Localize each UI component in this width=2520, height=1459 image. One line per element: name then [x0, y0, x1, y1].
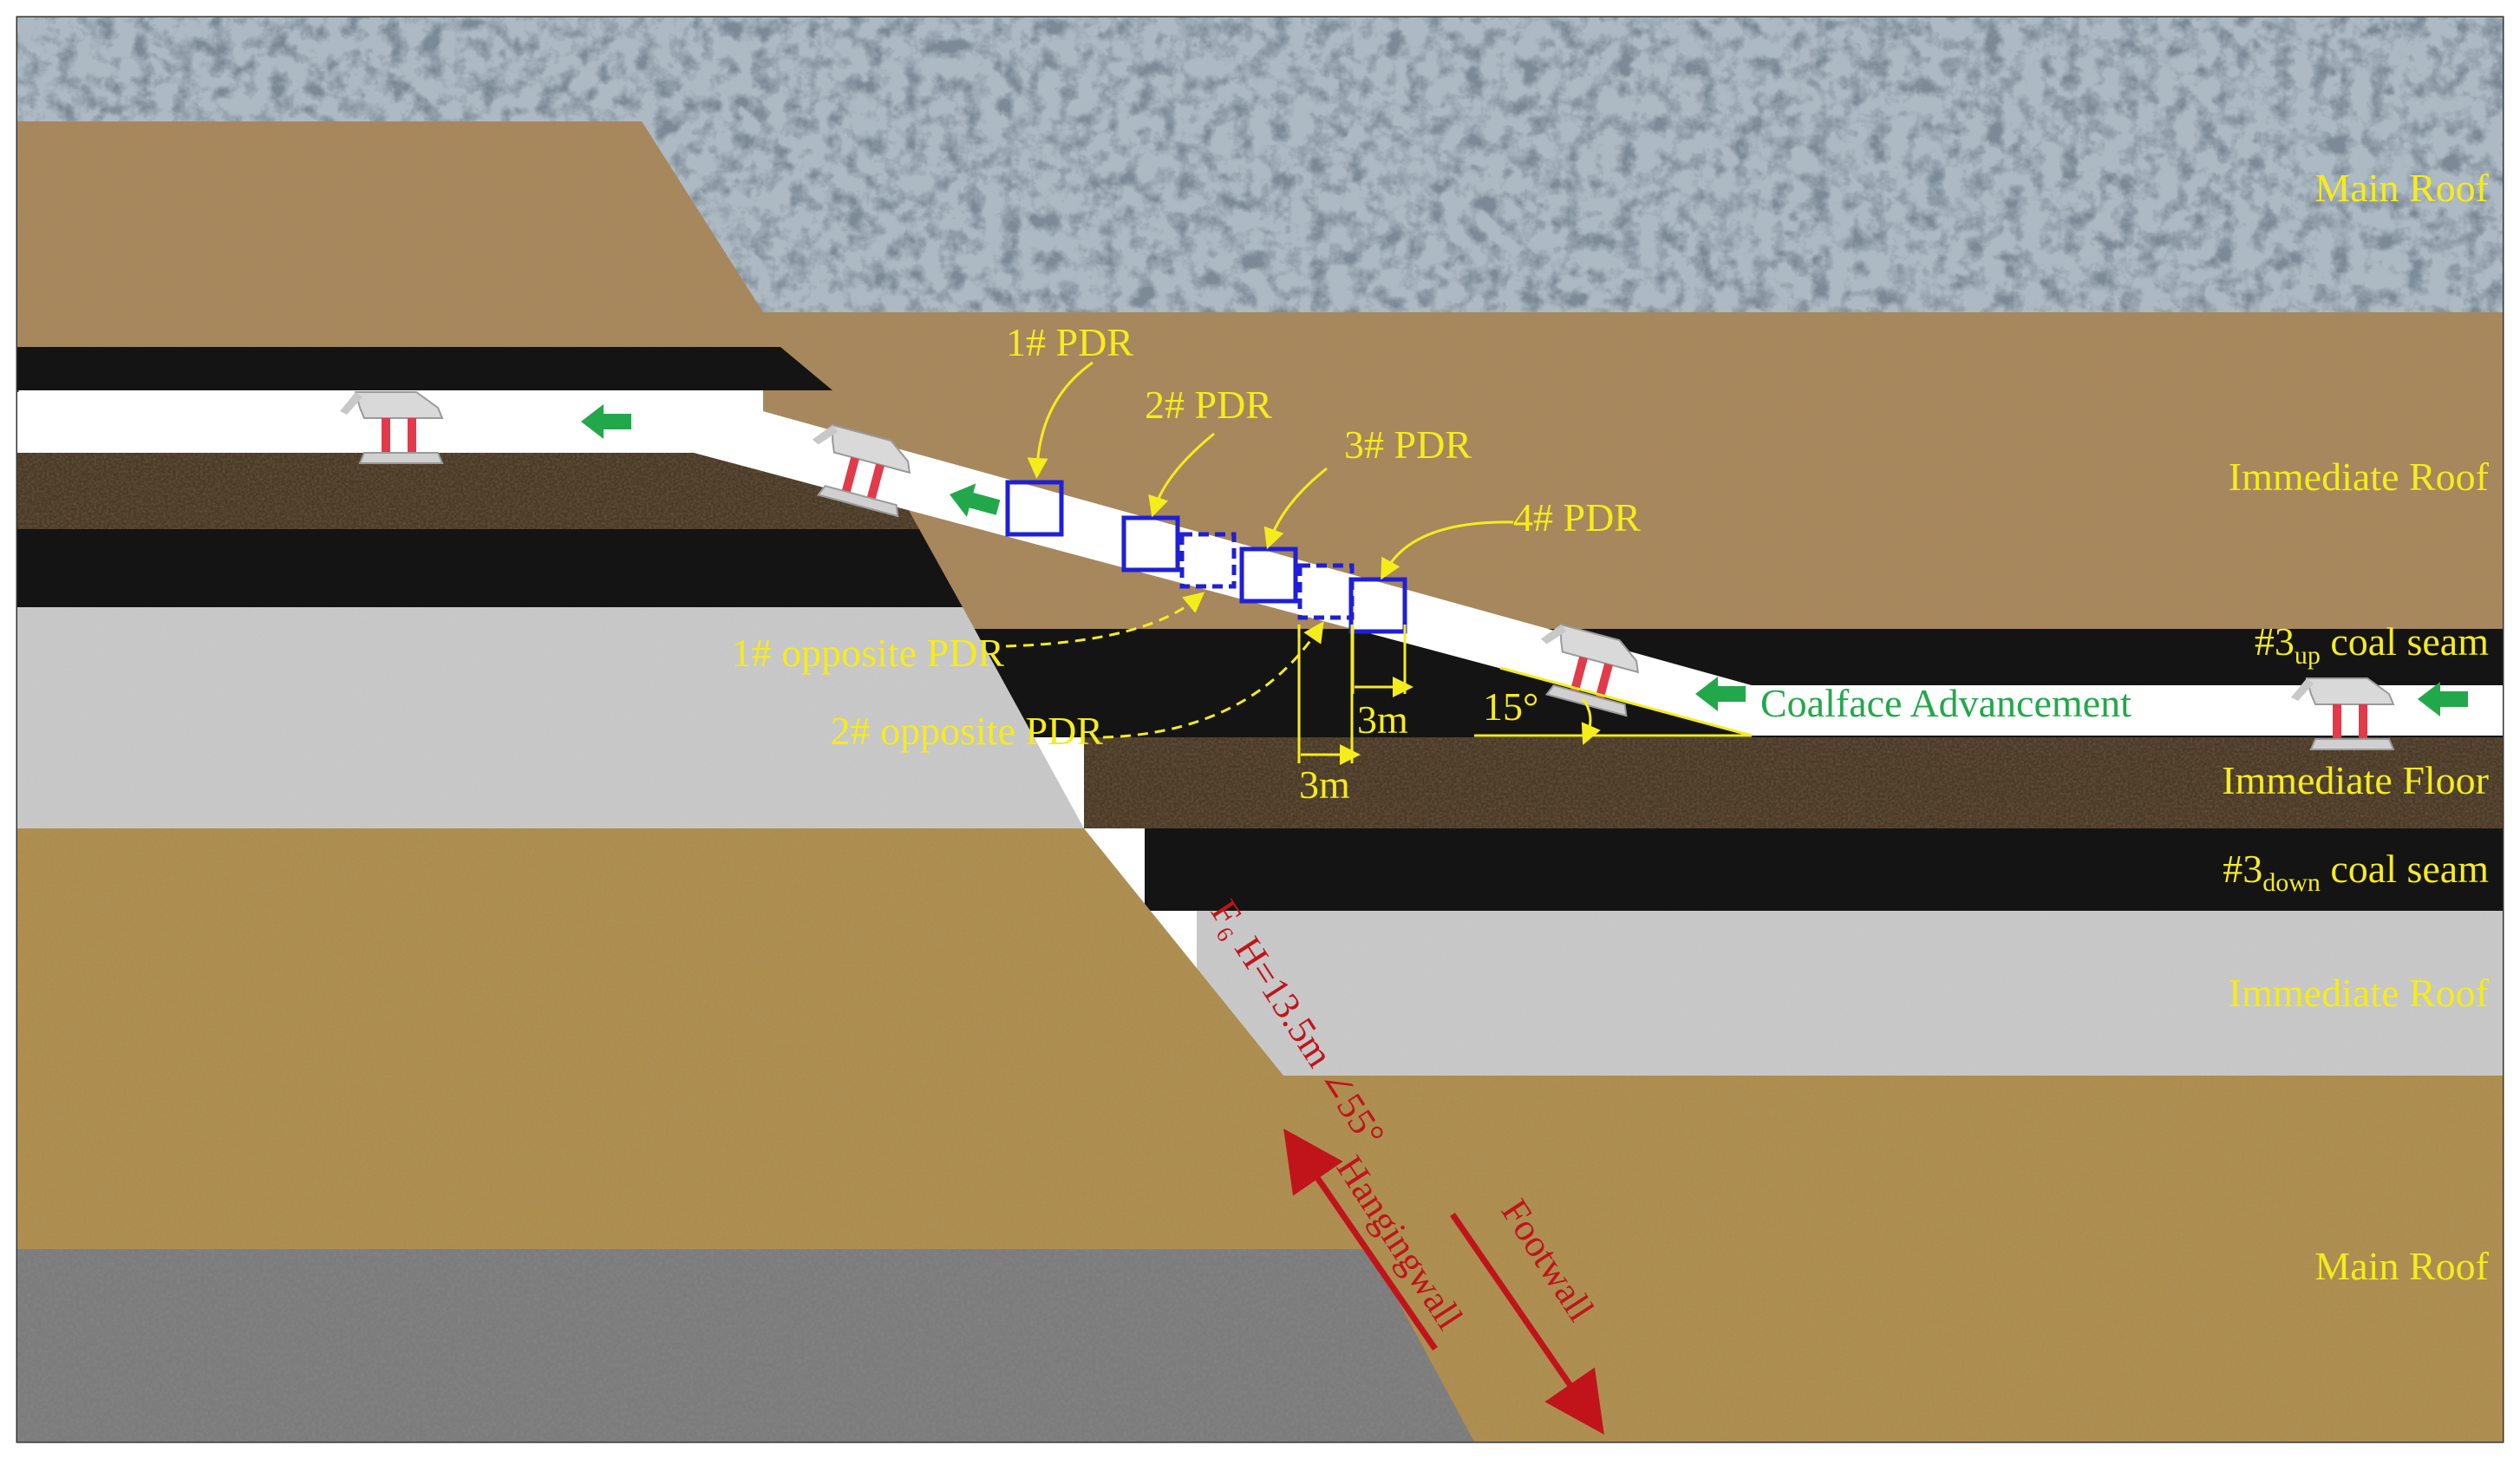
stratum-coal-seam-down [1145, 828, 2503, 911]
label-main-roof-upper: Main Roof [2314, 166, 2489, 210]
label-spacing-a: 3m [1299, 762, 1350, 807]
label-coal-seam-up: #3up coal seam [2255, 619, 2489, 670]
label-immediate-roof-upper: Immediate Roof [2229, 455, 2490, 499]
hangingwall-arrow [1283, 1129, 1438, 1351]
advance-arrow-icon [2418, 682, 2468, 716]
advance-arrow-icon [1695, 677, 1746, 711]
opposite-pdr-box-2 [1297, 563, 1355, 620]
opposite-pdr-box-1 [1179, 532, 1237, 589]
label-immediate-floor: Immediate Floor [2222, 758, 2489, 802]
label-spacing-b: 3m [1357, 697, 1408, 742]
label-immediate-roof-lower: Immediate Roof [2229, 971, 2490, 1015]
advance-arrow-icon [581, 404, 631, 439]
footwall-arrow [1450, 1213, 1604, 1435]
label-pdr-1: 1# PDR [1006, 320, 1133, 364]
label-coal-seam-down: #3down coal seam [2223, 847, 2489, 897]
pdr-box-1 [1005, 480, 1064, 537]
label-pdr-4: 4# PDR [1513, 495, 1641, 540]
label-coalface-advancement: Coalface Advancement [1760, 681, 2132, 725]
label-opposite-pdr-2: 2# opposite PDR [831, 709, 1104, 753]
hw-coal-seam-down [17, 529, 963, 607]
mining-roadway [17, 392, 2503, 736]
pdr-box-2 [1121, 515, 1180, 572]
advance-arrow-icon [950, 483, 1001, 518]
label-dip-angle: 15° [1483, 684, 1538, 729]
label-opposite-pdr-1: 1# opposite PDR [732, 631, 1005, 675]
hw-coal-seam-up [17, 347, 832, 390]
label-main-roof-lower: Main Roof [2314, 1244, 2489, 1288]
label-pdr-2: 2# PDR [1145, 383, 1272, 427]
label-pdr-3: 3# PDR [1344, 422, 1472, 467]
pdr-box-4 [1348, 577, 1407, 634]
